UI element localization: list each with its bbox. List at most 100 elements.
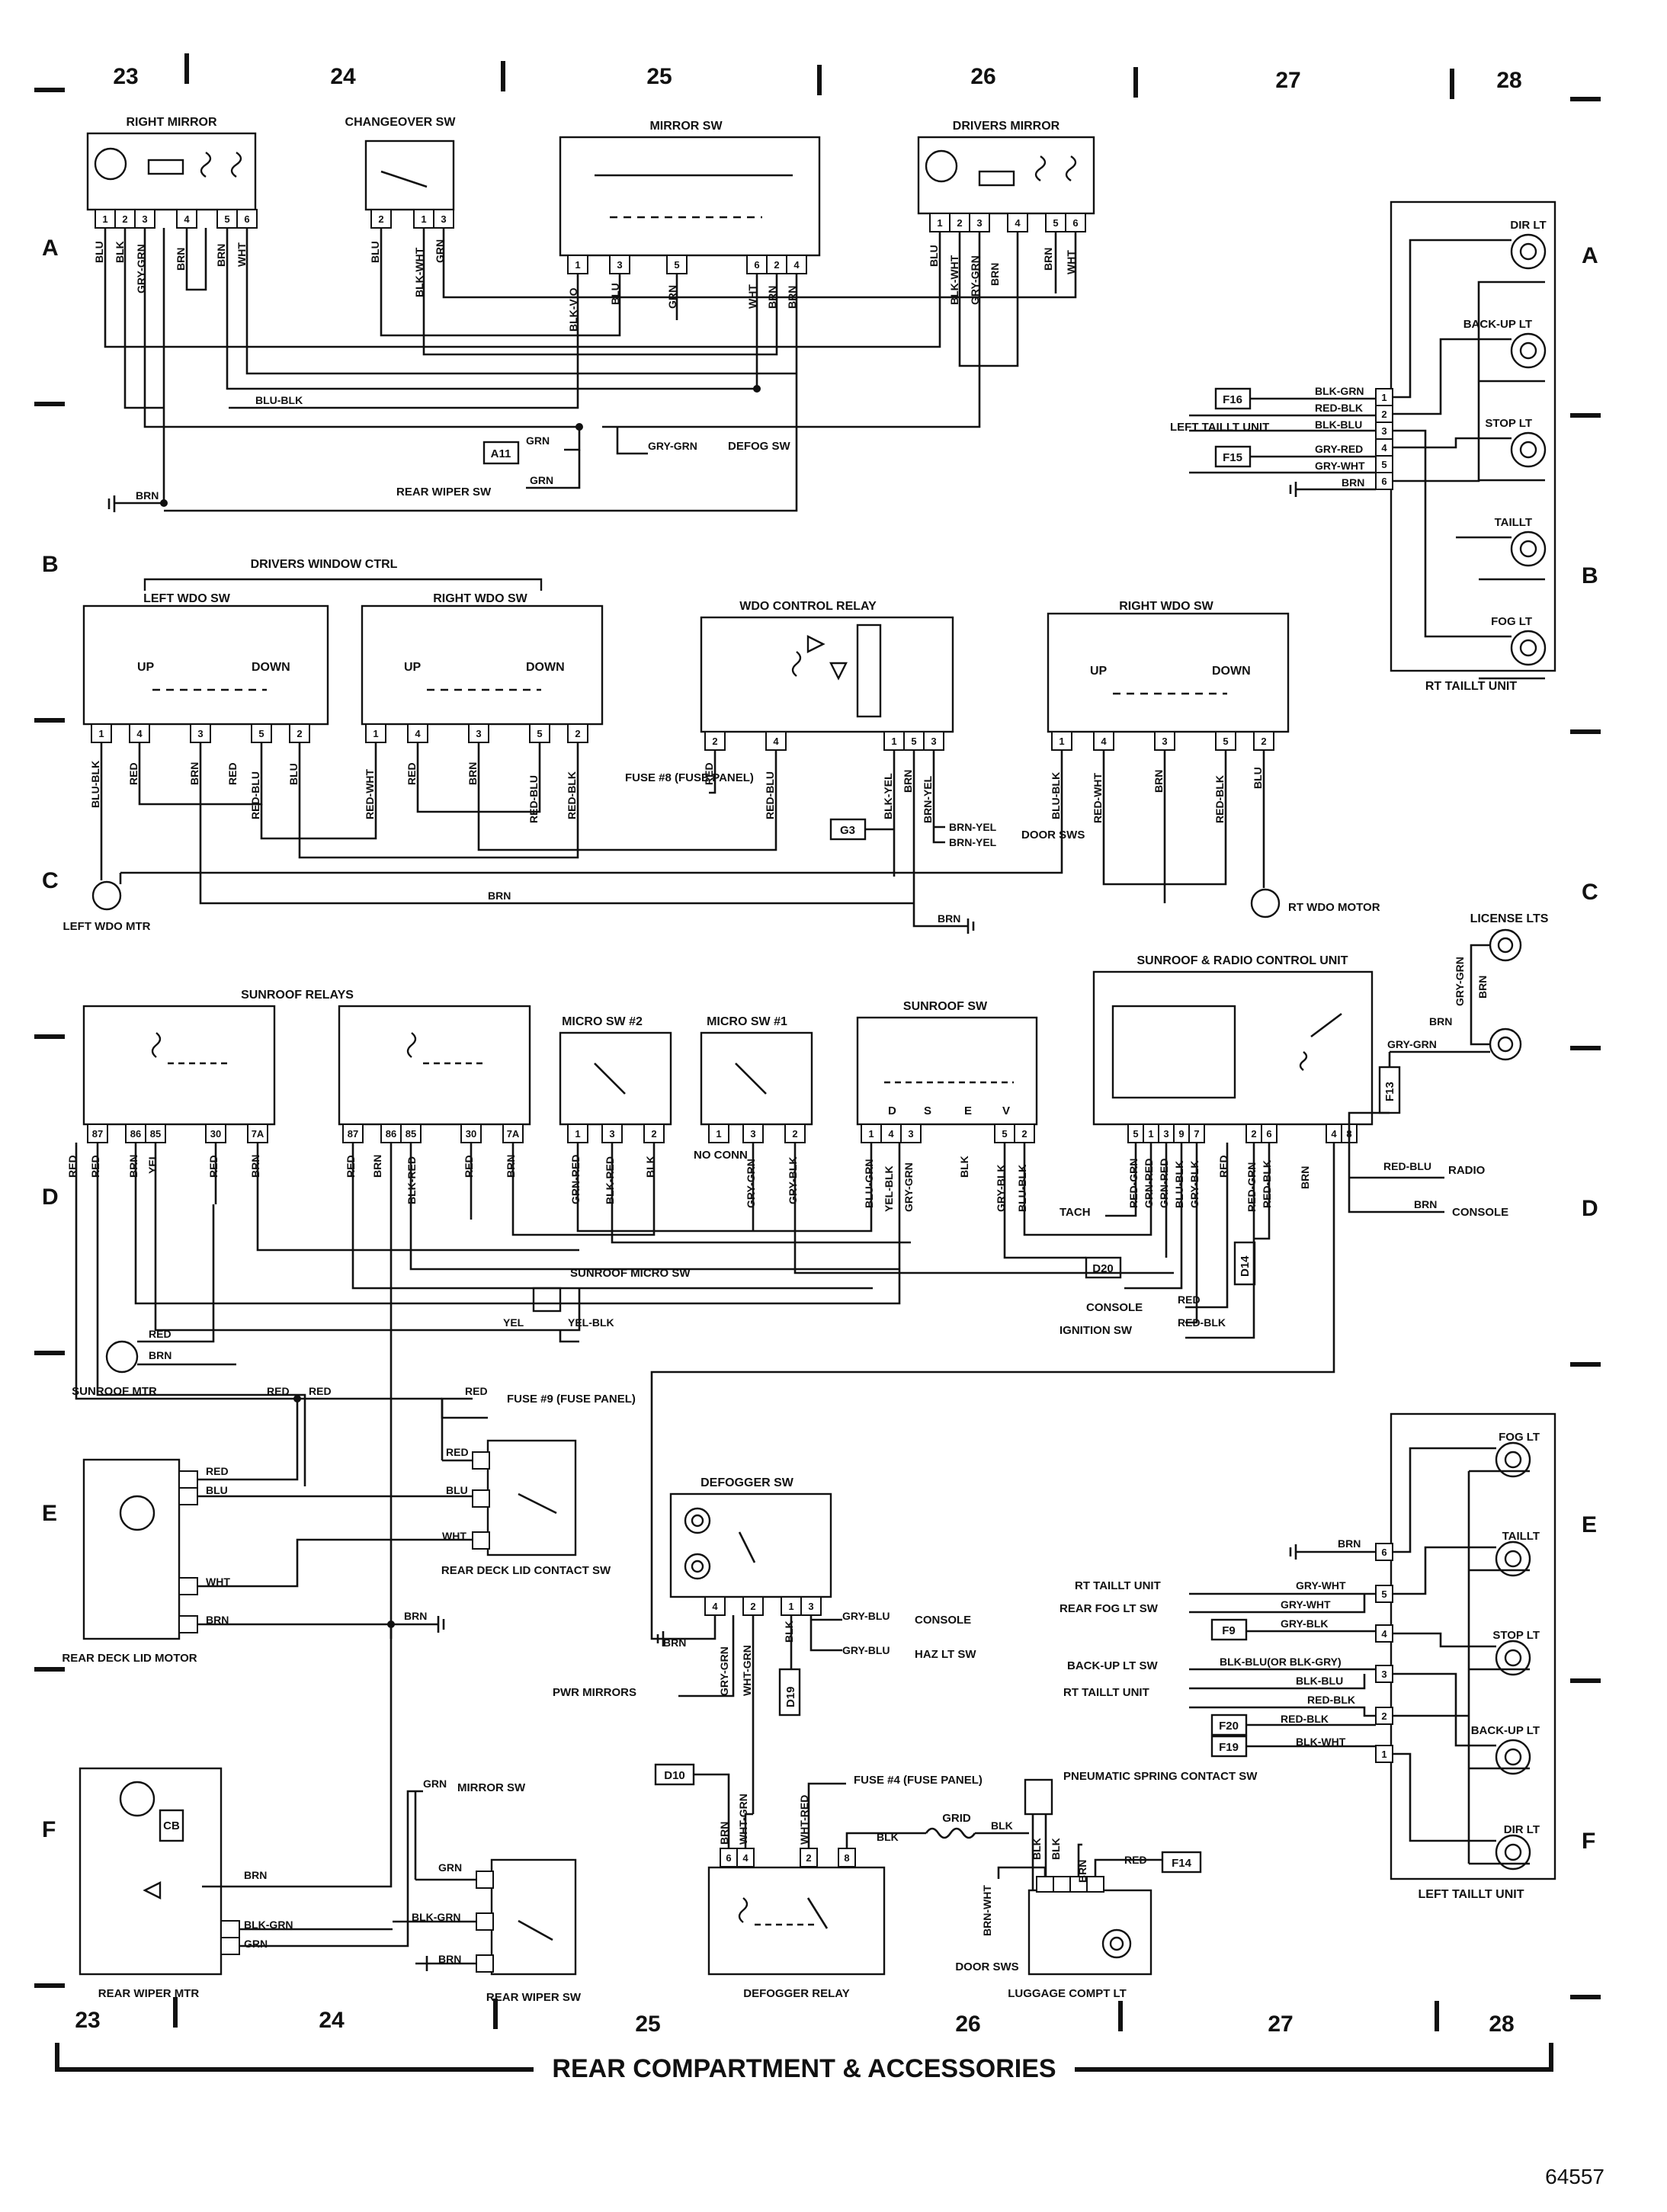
svg-text:REAR WIPER SW: REAR WIPER SW — [396, 486, 492, 499]
svg-text:DIR LT: DIR LT — [1510, 219, 1546, 232]
svg-text:BRN: BRN — [371, 1155, 383, 1178]
svg-text:SUNROOF MTR: SUNROOF MTR — [72, 1385, 157, 1398]
svg-text:3: 3 — [142, 213, 147, 225]
svg-text:BRN: BRN — [938, 912, 960, 925]
svg-text:RED: RED — [309, 1385, 332, 1397]
svg-text:BLK-VIO: BLK-VIO — [567, 287, 579, 332]
svg-text:GRY-BLK: GRY-BLK — [1188, 1161, 1201, 1208]
svg-text:BLU: BLU — [287, 763, 300, 785]
svg-text:D19: D19 — [784, 1686, 797, 1707]
svg-text:1: 1 — [1059, 736, 1064, 747]
svg-text:BACK-UP LT: BACK-UP LT — [1463, 318, 1532, 331]
svg-text:BRN: BRN — [175, 248, 187, 271]
svg-text:TAILLT: TAILLT — [1502, 1530, 1540, 1543]
svg-text:UP: UP — [1090, 665, 1108, 678]
svg-text:RADIO: RADIO — [1448, 1164, 1486, 1177]
svg-text:3: 3 — [1381, 425, 1386, 437]
svg-text:GRY-GRN: GRY-GRN — [718, 1646, 730, 1696]
svg-text:GRY-WHT: GRY-WHT — [1315, 460, 1365, 472]
left-taillt-unit-connector: LEFT TAILLT UNIT F16 F15 BLK-GRN RED-BLK… — [1170, 385, 1376, 497]
svg-text:GRY-GRN: GRY-GRN — [1387, 1038, 1437, 1050]
component-title: SUNROOF & RADIO CONTROL UNIT — [1136, 954, 1348, 967]
license-lts: LICENSE LTS GRY-GRN BRN BRN GRY-GRN — [1387, 912, 1549, 1067]
svg-text:BRN: BRN — [1338, 1537, 1361, 1550]
svg-text:LUGGAGE COMPT LT: LUGGAGE COMPT LT — [1008, 1987, 1127, 2000]
svg-text:4: 4 — [415, 728, 421, 739]
svg-text:3: 3 — [476, 728, 481, 739]
svg-text:5: 5 — [258, 728, 264, 739]
svg-text:5: 5 — [537, 728, 542, 739]
svg-text:GRY-WHT: GRY-WHT — [1296, 1579, 1346, 1592]
row-label: C — [42, 868, 59, 893]
svg-text:5: 5 — [1381, 1588, 1386, 1600]
svg-text:REAR WIPER SW: REAR WIPER SW — [486, 1991, 582, 2004]
svg-text:BRN-YEL: BRN-YEL — [949, 821, 997, 833]
component-title: RIGHT MIRROR — [126, 116, 217, 129]
component-title: RIGHT WDO SW — [1119, 600, 1213, 613]
svg-text:5: 5 — [911, 736, 916, 747]
svg-text:DOWN: DOWN — [526, 661, 565, 674]
component-title: MIRROR SW — [649, 120, 723, 133]
svg-text:BLK-WHT: BLK-WHT — [413, 247, 425, 297]
svg-text:DEFOG SW: DEFOG SW — [728, 440, 791, 453]
svg-text:BLU: BLU — [93, 241, 105, 263]
svg-text:6: 6 — [1072, 217, 1078, 229]
svg-text:D10: D10 — [664, 1769, 685, 1782]
svg-text:RED: RED — [345, 1155, 357, 1178]
row-label: E — [1582, 1512, 1597, 1537]
svg-text:85: 85 — [406, 1128, 416, 1140]
svg-text:GRY-GRN: GRY-GRN — [648, 440, 697, 452]
row-label: C — [1582, 880, 1598, 905]
svg-text:3: 3 — [976, 217, 982, 229]
component-title: RT TAILLT UNIT — [1425, 680, 1517, 693]
drivers-mirror: DRIVERS MIRROR 1 2 3 4 5 6 BLU BLK-WHT G… — [917, 120, 1095, 305]
svg-text:BRN: BRN — [404, 1610, 427, 1622]
svg-text:WHT: WHT — [206, 1576, 230, 1588]
svg-text:GRN-RED: GRN-RED — [569, 1155, 582, 1204]
svg-text:DOWN: DOWN — [252, 661, 290, 674]
defogger-relay: 6 4 2 8 DEFOGGER RELAY D10 BRN WHT-GRN W… — [654, 1763, 983, 2000]
svg-text:GRN-RED: GRN-RED — [1143, 1159, 1155, 1208]
svg-text:87: 87 — [92, 1128, 103, 1140]
sunroof-motor-icon — [105, 1340, 139, 1374]
svg-text:BRN: BRN — [1342, 476, 1364, 489]
row-label: B — [1582, 563, 1598, 588]
svg-text:RT TAILLT UNIT: RT TAILLT UNIT — [1063, 1686, 1149, 1699]
row-label: E — [42, 1501, 57, 1526]
column-label: 28 — [1496, 68, 1521, 93]
svg-text:3: 3 — [908, 1128, 913, 1140]
svg-text:GRN: GRN — [526, 434, 550, 447]
svg-text:2: 2 — [1381, 1710, 1386, 1722]
column-header-bottom: 23 24 25 26 27 28 — [75, 1997, 1515, 2037]
svg-text:4: 4 — [793, 259, 800, 271]
svg-text:5: 5 — [224, 213, 229, 225]
svg-text:5: 5 — [1223, 736, 1228, 747]
svg-text:RED-WHT: RED-WHT — [1092, 772, 1104, 823]
component-title: MICRO SW #1 — [707, 1015, 787, 1028]
sunroof-radio-control-unit: SUNROOF & RADIO CONTROL UNIT 5 1 3 9 7 2… — [1060, 954, 1508, 1337]
row-d-wiring: SUNROOF MICRO SW YEL YEL-BLK SUNROOF MTR… — [72, 1111, 1444, 1639]
svg-text:1: 1 — [868, 1128, 874, 1140]
svg-text:WHT-GRN: WHT-GRN — [737, 1794, 749, 1845]
svg-text:UP: UP — [137, 661, 155, 674]
svg-text:BRN: BRN — [989, 263, 1001, 286]
svg-text:BLU: BLU — [206, 1484, 228, 1496]
svg-text:BLK: BLK — [958, 1156, 970, 1178]
svg-text:3: 3 — [1162, 736, 1167, 747]
row-label: A — [1582, 243, 1598, 268]
row-label: B — [42, 552, 59, 577]
sunroof-switch: SUNROOF SW D S E V 1 4 3 5 2 BLU-GRN YEL… — [856, 1000, 1038, 1212]
row-label: F — [42, 1817, 56, 1842]
svg-text:9: 9 — [1178, 1128, 1184, 1140]
row-e-left-wiring: RED RED RED FUSE #9 (FUSE PANEL) BRN — [75, 1143, 636, 1633]
rear-wiper-switch: REAR WIPER SW GRN MIRROR SW GRN BLK-GRN … — [393, 1778, 582, 2004]
svg-text:RED: RED — [703, 762, 715, 785]
column-label: 23 — [75, 2008, 100, 2033]
svg-text:6: 6 — [1381, 1547, 1386, 1558]
svg-text:6: 6 — [1266, 1128, 1271, 1140]
svg-text:2: 2 — [806, 1852, 811, 1864]
svg-text:YEL: YEL — [503, 1316, 524, 1329]
svg-text:FUSE #9 (FUSE PANEL): FUSE #9 (FUSE PANEL) — [507, 1393, 636, 1406]
column-header-top: 23 24 25 26 27 28 — [113, 53, 1522, 99]
